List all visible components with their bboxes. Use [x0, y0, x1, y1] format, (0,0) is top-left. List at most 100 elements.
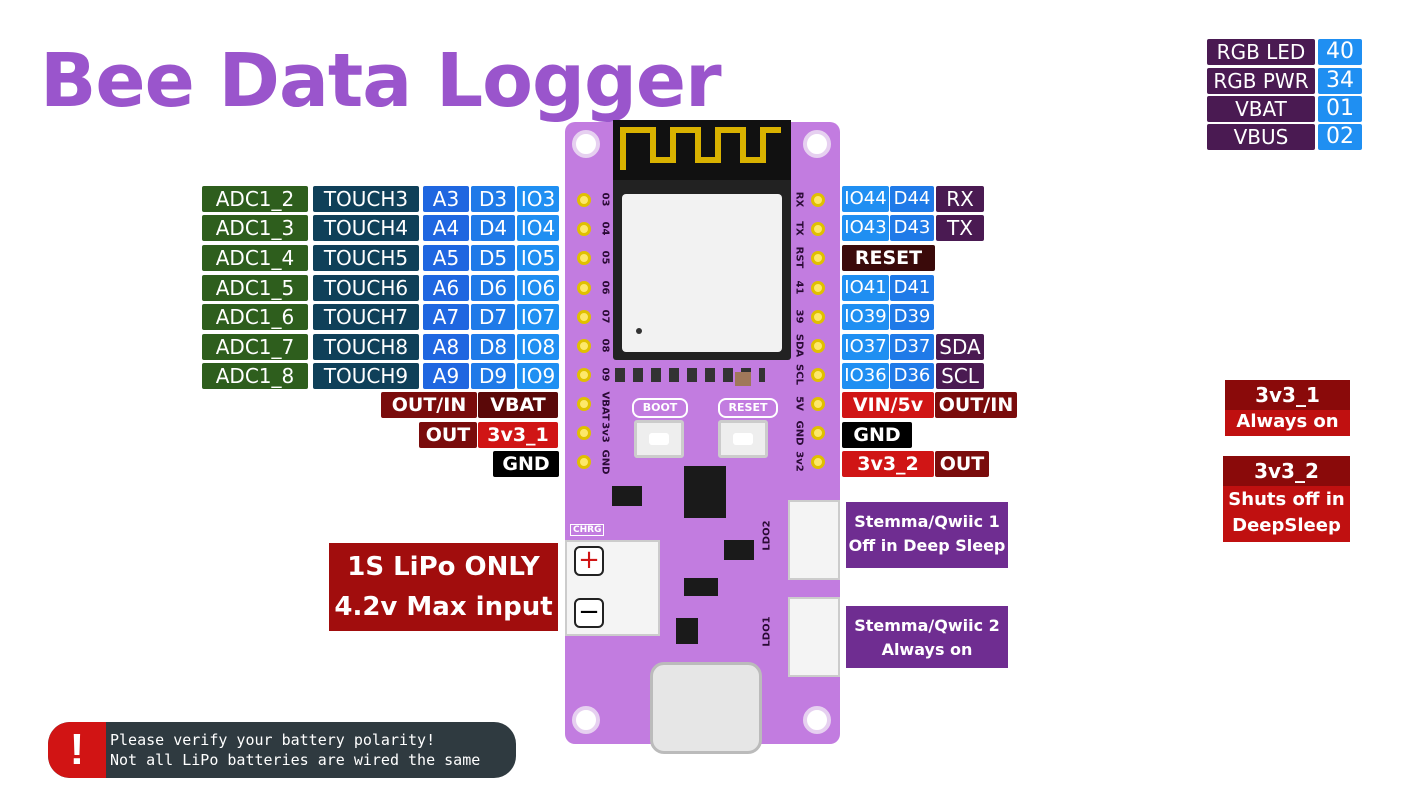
chip [612, 486, 642, 506]
reset-label: RESET [718, 398, 778, 418]
vbat-direction-label: OUT/IN [381, 392, 477, 418]
adc-label: ADC1_4 [202, 245, 308, 271]
io-label: IO36 [842, 363, 889, 389]
vin-label: VIN/5v [842, 392, 934, 418]
io-label: IO37 [842, 334, 889, 360]
io-label: IO44 [842, 186, 889, 212]
alert-icon-glyph: ! [69, 725, 85, 774]
pin-pad [811, 222, 825, 236]
mounting-hole [572, 706, 600, 734]
chrg-label: CHRG [570, 524, 605, 536]
pin1-dot [636, 328, 642, 334]
adc-label: ADC1_2 [202, 186, 308, 212]
legend-num: 34 [1318, 68, 1362, 94]
reset-button[interactable] [718, 420, 768, 458]
io-label: IO41 [842, 275, 889, 301]
stemma-qwiic-1-label: Stemma/Qwiic 1 Off in Deep Sleep [846, 502, 1008, 568]
silk-label: SDA [793, 333, 805, 358]
silk-label: 3v2 [793, 451, 805, 472]
stemma2-desc: Always on [881, 640, 973, 659]
legend-name: RGB LED [1207, 39, 1315, 65]
pin-pad [811, 368, 825, 382]
i2c-sda-label: SDA [936, 334, 984, 360]
rf-shield [622, 194, 782, 352]
silk-label: 07 [599, 309, 611, 324]
io-label: IO8 [517, 334, 559, 360]
legend-name: VBAT [1207, 96, 1315, 122]
silk-label: GND [793, 420, 805, 446]
pin-pad [577, 310, 591, 324]
silk-label: 3v3 [599, 422, 611, 443]
pin-pad [577, 222, 591, 236]
3v3-2-direction-label: OUT [935, 451, 989, 477]
polarity-warning: ! Please verify your battery polarity!No… [48, 722, 516, 778]
rail2-name: 3v3_2 [1223, 456, 1350, 486]
digital-label: D43 [890, 215, 934, 241]
boot-button[interactable] [634, 420, 684, 458]
rail1-info-box: 3v3_1 Always on [1225, 380, 1350, 436]
digital-label: D41 [890, 275, 934, 301]
chip [724, 540, 754, 560]
stemma1-desc: Off in Deep Sleep [848, 536, 1006, 555]
usb-c-port [650, 662, 762, 754]
legend-name: VBUS [1207, 124, 1315, 150]
antenna-icon [613, 120, 791, 180]
silk-label: VBAT [599, 391, 611, 421]
digital-label: D39 [890, 304, 934, 330]
analog-label: A3 [423, 186, 469, 212]
chip [676, 618, 698, 644]
touch-label: TOUCH3 [313, 186, 419, 212]
stemma2-title: Stemma/Qwiic 2 [854, 616, 1000, 635]
i2c-scl-label: SCL [936, 363, 984, 389]
legend-num: 02 [1318, 124, 1362, 150]
digital-label: D37 [890, 334, 934, 360]
silk-label: 41 [793, 280, 805, 295]
digital-label: D36 [890, 363, 934, 389]
rail2-desc1: Shuts off in [1228, 489, 1345, 510]
silk-label: 09 [599, 367, 611, 382]
touch-label: TOUCH4 [313, 215, 419, 241]
silk-label: 03 [599, 192, 611, 207]
lipo-warning-box: 1S LiPo ONLY 4.2v Max input [329, 543, 558, 631]
battery-plus-icon: + [574, 546, 604, 576]
pin-pad [577, 426, 591, 440]
analog-label: A5 [423, 245, 469, 271]
analog-label: A9 [423, 363, 469, 389]
pin-pad [577, 397, 591, 411]
legend-num: 40 [1318, 39, 1362, 65]
analog-label: A8 [423, 334, 469, 360]
pin-pad [811, 310, 825, 324]
silk-label: 5V [793, 396, 805, 411]
3v3-1-direction-label: OUT [419, 422, 477, 448]
io-label: IO3 [517, 186, 559, 212]
pin-pad [811, 397, 825, 411]
pin-pad [577, 251, 591, 265]
vin-direction-label: OUT/IN [935, 392, 1017, 418]
digital-label: D4 [471, 215, 515, 241]
silk-label: 04 [599, 221, 611, 236]
warning-line2: Not all LiPo batteries are wired the sam… [110, 751, 481, 769]
gnd-label: GND [493, 451, 559, 477]
stemma-connector-1 [788, 500, 840, 580]
adc-label: ADC1_7 [202, 334, 308, 360]
legend-name: RGB PWR [1207, 68, 1315, 94]
silk-label: 05 [599, 250, 611, 265]
pin-pad [811, 281, 825, 295]
io-label: IO6 [517, 275, 559, 301]
io-label: IO9 [517, 363, 559, 389]
gnd-label: GND [842, 422, 912, 448]
pin-pad [577, 339, 591, 353]
io-label: IO5 [517, 245, 559, 271]
rail2-desc2: DeepSleep [1232, 515, 1341, 536]
mounting-hole [803, 706, 831, 734]
digital-label: D3 [471, 186, 515, 212]
pin-pad [577, 368, 591, 382]
stemma1-title: Stemma/Qwiic 1 [854, 512, 1000, 531]
digital-label: D7 [471, 304, 515, 330]
adc-label: ADC1_6 [202, 304, 308, 330]
pin-pad [577, 455, 591, 469]
analog-label: A7 [423, 304, 469, 330]
touch-label: TOUCH9 [313, 363, 419, 389]
3v3-2-label: 3v3_2 [842, 451, 934, 477]
io-label: IO4 [517, 215, 559, 241]
